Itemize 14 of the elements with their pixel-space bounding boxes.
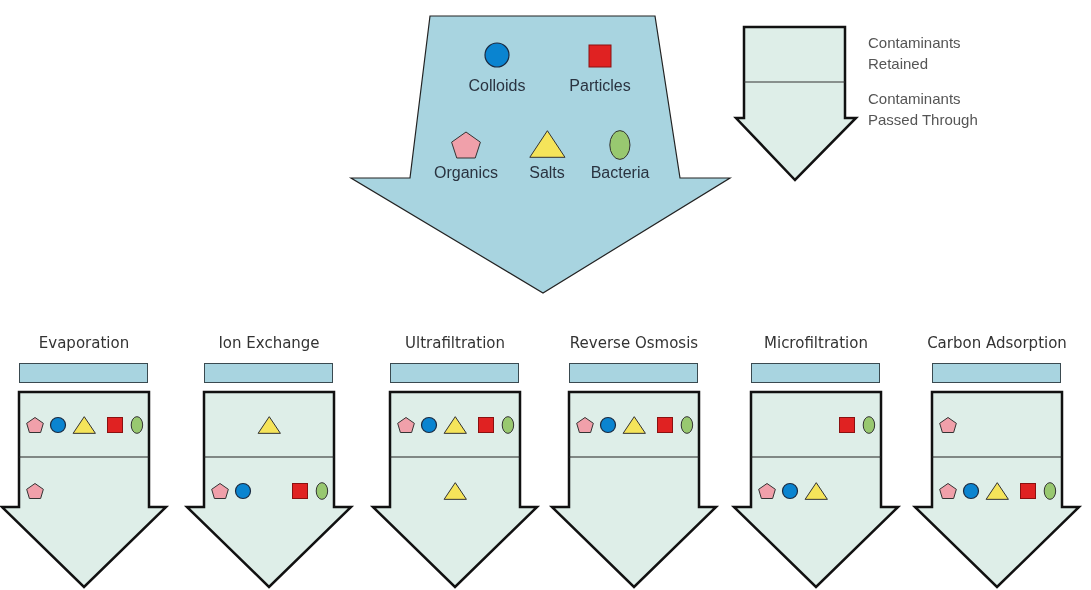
process-title: Carbon Adsorption	[927, 334, 1067, 352]
contaminant-label: Particles	[569, 77, 631, 95]
feed-arrow	[350, 15, 730, 295]
legend-text: Contaminants Passed Through	[868, 89, 979, 130]
process-title: Ion Exchange	[218, 334, 320, 352]
process-title: Reverse Osmosis	[569, 334, 699, 352]
contaminant-label: Organics	[434, 164, 498, 182]
legend-text: Contaminants Retained	[868, 33, 962, 74]
contaminant-label: Colloids	[468, 77, 526, 95]
process-title: Evaporation	[38, 334, 130, 352]
contaminant-label: Bacteria	[590, 164, 650, 182]
process-title: Ultrafiltration	[405, 334, 505, 352]
process-title: Microfiltration	[764, 334, 868, 352]
contaminant-label: Salts	[529, 164, 565, 182]
